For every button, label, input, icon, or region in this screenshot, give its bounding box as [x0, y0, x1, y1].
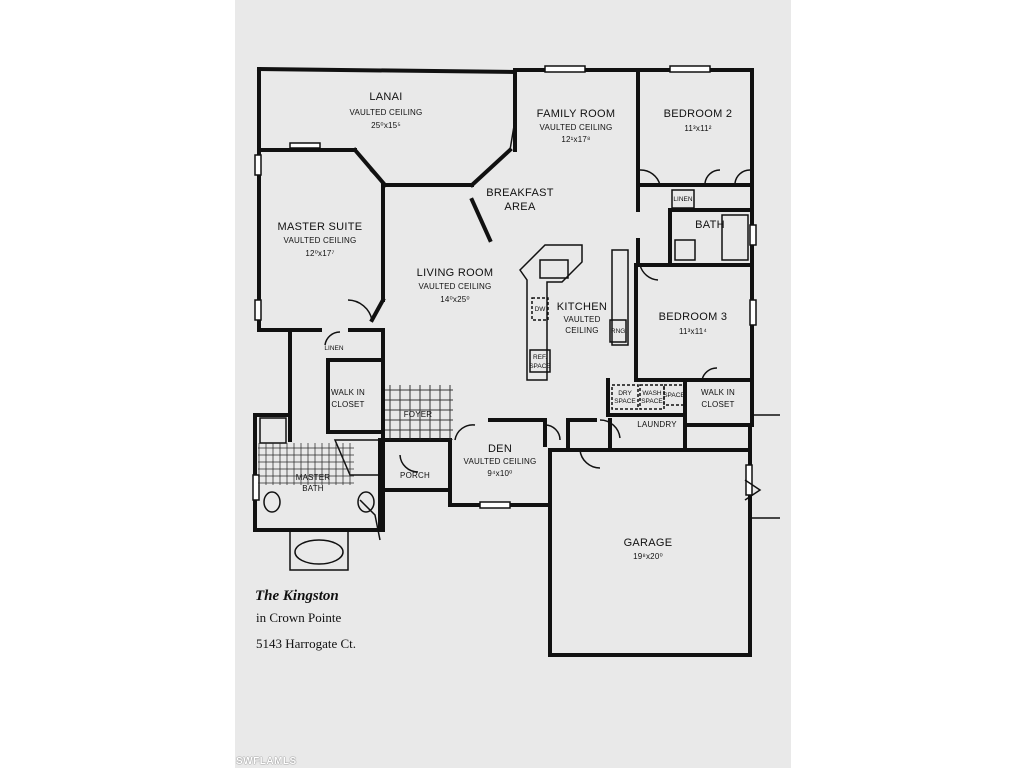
plan-title: The Kingston [255, 588, 339, 604]
walk-in-closet-left-line1: WALK IN [331, 388, 365, 397]
linen-mid: LINEN [324, 345, 343, 352]
garage-dims: 19⁸x20⁰ [633, 552, 663, 561]
linen-top: LINEN [673, 196, 692, 203]
rng-label: RNG. [611, 328, 627, 335]
walls [253, 66, 754, 657]
den-name: DEN [488, 443, 512, 455]
breakfast-line1: BREAKFAST [486, 187, 554, 199]
foyer-label: FOYER [404, 410, 433, 419]
family-room-name: FAMILY ROOM [537, 108, 616, 120]
laundry-label: LAUNDRY [637, 420, 677, 429]
master-suite-name: MASTER SUITE [278, 221, 363, 233]
foyer-tile [385, 385, 453, 440]
family-room-dims: 12¹x17⁸ [561, 135, 590, 144]
dry-space-line1: DRY [618, 390, 632, 397]
lanai-ceiling: VAULTED CEILING [350, 108, 423, 117]
walk-in-closet-right-line2: CLOSET [701, 400, 734, 409]
living-room-ceiling: VAULTED CEILING [419, 282, 492, 291]
master-bath-line2: BATH [302, 484, 324, 493]
dw-label: DW [535, 306, 547, 313]
master-bath-line1: MASTER [296, 473, 331, 482]
kitchen-ceiling1: VAULTED [563, 315, 600, 324]
plan-community: in Crown Pointe [256, 610, 342, 625]
wash-space-line1: WASH [642, 390, 662, 397]
lanai-dims: 25⁰x15⁵ [371, 121, 401, 130]
kitchen-name: KITCHEN [557, 301, 607, 313]
porch-label: PORCH [400, 471, 430, 480]
bedroom3-name: BEDROOM 3 [659, 311, 728, 323]
den-ceiling: VAULTED CEILING [464, 457, 537, 466]
ref-space-line2: SPACE [529, 363, 551, 370]
plan-address: 5143 Harrogate Ct. [256, 636, 357, 651]
breakfast-line2: AREA [504, 201, 536, 213]
bedroom2-dims: 11³x11² [684, 124, 711, 133]
living-room-dims: 14⁰x25⁰ [440, 295, 470, 304]
living-room-name: LIVING ROOM [417, 267, 494, 279]
kitchen-ceiling2: CEILING [565, 326, 598, 335]
master-suite-dims: 12⁰x17⁷ [305, 249, 334, 258]
space-label: SPACE [663, 392, 685, 399]
room-labels: LANAI VAULTED CEILING 25⁰x15⁵ FAMILY ROO… [278, 91, 735, 561]
bedroom2-name: BEDROOM 2 [664, 108, 733, 120]
master-suite-ceiling: VAULTED CEILING [284, 236, 357, 245]
bedroom3-dims: 11³x11⁴ [679, 327, 707, 336]
walk-in-closet-left-line2: CLOSET [331, 400, 364, 409]
wash-space-line2: SPACE [641, 398, 663, 405]
bath-name: BATH [695, 219, 725, 231]
family-room-ceiling: VAULTED CEILING [540, 123, 613, 132]
garage-name: GARAGE [624, 537, 673, 549]
walk-in-closet-right-line1: WALK IN [701, 388, 735, 397]
dry-space-line2: SPACE [614, 398, 636, 405]
ref-space-line1: REF. [533, 354, 547, 361]
lanai-name: LANAI [369, 91, 402, 103]
master-bath-tile [258, 443, 354, 485]
mls-watermark: SWFLAMLS [236, 756, 297, 767]
den-dims: 9⁴x10⁰ [487, 469, 512, 478]
